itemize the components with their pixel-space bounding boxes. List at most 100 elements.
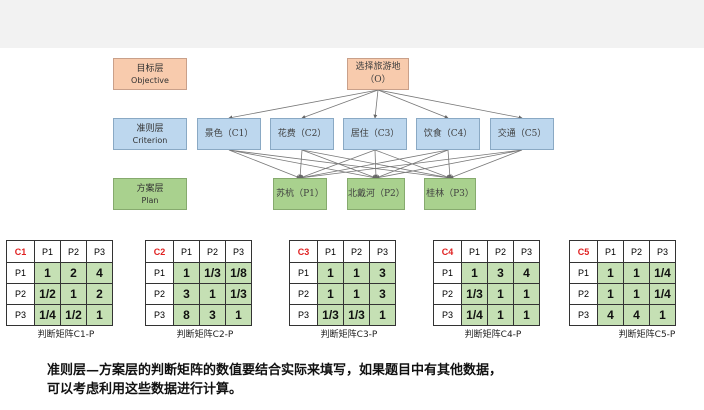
matrix-cell: 1 [343, 283, 370, 305]
goal-node: 选择旅游地 （O） [347, 58, 409, 90]
matrix-c2-caption: 判断矩阵C2-P [176, 330, 234, 340]
matrix-c2-col-1: P1 [173, 240, 200, 263]
matrix-cell: 1 [173, 262, 200, 284]
matrix-cell: 1 [369, 304, 396, 326]
criterion-node-c2: 花费（C2） [270, 118, 334, 150]
note-line-1: 准则层—方案层的判断矩阵的数值要结合实际来填写，如果题目中有其他数据， [47, 363, 503, 378]
criterion-node-c4-label: 饮食（C4） [423, 128, 473, 139]
matrix-c4-col-1: P1 [461, 240, 488, 263]
matrix-cell: 1 [649, 304, 676, 326]
level-label-plan-en: Plan [141, 195, 159, 205]
matrix-cell: 3 [199, 304, 226, 326]
note-line-2: 可以考虑利用这些数据进行计算。 [47, 382, 243, 397]
level-label-objective-en: Objective [131, 75, 169, 85]
matrix-cell: 4 [513, 262, 540, 284]
matrix-c1-col-2: P2 [60, 240, 87, 263]
matrix-cell: 1/4 [649, 262, 676, 284]
matrix-cell: 1 [60, 283, 87, 305]
matrix-cell: 1/3 [343, 304, 370, 326]
matrix-c4-name: C4 [433, 240, 462, 263]
criterion-node-c3: 居住（C3） [343, 118, 407, 150]
level-label-plan: 方案层 Plan [113, 178, 187, 210]
plan-node-p1-label: 苏杭（P1） [276, 188, 324, 199]
matrix-c2-row-1-label: P1 [145, 262, 174, 284]
edge-c5-to-p1 [299, 149, 523, 180]
edge-goal-to-c5 [377, 89, 523, 120]
matrix-c2-col-3: P3 [225, 240, 252, 263]
matrix-cell: 1 [461, 262, 488, 284]
top-banner [0, 0, 704, 48]
matrix-c1-name: C1 [6, 240, 35, 263]
matrix-cell: 1 [487, 304, 514, 326]
edge-c4-to-p1 [299, 149, 449, 180]
matrix-cell: 1 [487, 283, 514, 305]
edge-goal-to-c2 [301, 89, 379, 119]
matrix-cell: 2 [86, 283, 113, 305]
matrix-cell: 3 [173, 283, 200, 305]
matrix-cell: 3 [487, 262, 514, 284]
matrix-cell: 1/8 [225, 262, 252, 284]
plan-node-p2-label: 北戴河（P2） [348, 188, 405, 199]
matrix-cell: 1/2 [34, 283, 61, 305]
matrix-cell: 1/3 [225, 283, 252, 305]
matrix-c2-name: C2 [145, 240, 174, 263]
level-label-objective-cn: 目标层 [136, 63, 164, 74]
matrix-c3-name: C3 [289, 240, 318, 263]
matrix-cell: 8 [173, 304, 200, 326]
matrix-cell: 4 [623, 304, 650, 326]
matrix-cell: 1 [343, 262, 370, 284]
matrix-c4-row-3-label: P3 [433, 304, 462, 326]
matrix-cell: 3 [369, 262, 396, 284]
matrix-cell: 4 [597, 304, 624, 326]
criterion-node-c1: 景色（C1） [197, 118, 261, 150]
plan-node-p1: 苏杭（P1） [273, 178, 327, 210]
criterion-node-c1-label: 景色（C1） [204, 128, 254, 139]
matrix-c5-caption: 判断矩阵C5-P [618, 330, 676, 340]
goal-node-title: 选择旅游地 [355, 62, 401, 72]
matrix-c2-row-3-label: P3 [145, 304, 174, 326]
edge-goal-to-c1 [228, 89, 379, 120]
matrix-cell: 2 [60, 262, 87, 284]
matrix-cell: 1/3 [461, 283, 488, 305]
criterion-node-c5-label: 交通（C5） [497, 128, 547, 139]
matrix-c4: C4 P1 P2 P3 P1 1 3 4 P2 1/3 1 1 P3 1/4 1… [433, 240, 540, 326]
matrix-c5: C5 P1 P2 P3 P1 1 1 1/4 P2 1 1 1/4 P3 4 4… [569, 240, 676, 326]
matrix-c3-row-1-label: P1 [289, 262, 318, 284]
level-label-objective: 目标层 Objective [113, 58, 187, 90]
matrix-c4-row-2-label: P2 [433, 283, 462, 305]
matrix-c3: C3 P1 P2 P3 P1 1 1 3 P2 1 1 3 P3 1/3 1/3… [289, 240, 396, 326]
matrix-c5-col-3: P3 [649, 240, 676, 263]
plan-node-p3: 桂林（P3） [424, 178, 476, 210]
matrix-c3-col-2: P2 [343, 240, 370, 263]
criterion-node-c2-label: 花费（C2） [277, 128, 327, 139]
matrix-cell: 1 [513, 283, 540, 305]
matrix-cell: 1/2 [60, 304, 87, 326]
matrix-cell: 1 [513, 304, 540, 326]
matrix-c4-caption: 判断矩阵C4-P [464, 330, 522, 340]
edge-c2-to-p2 [301, 149, 377, 179]
matrix-c3-caption: 判断矩阵C3-P [320, 330, 378, 340]
matrix-c3-col-1: P1 [317, 240, 344, 263]
level-label-criterion: 准则层 Criterion [113, 118, 187, 150]
matrix-c1-col-3: P3 [86, 240, 113, 263]
plan-node-p2: 北戴河（P2） [347, 178, 405, 210]
edge-c5-to-p2 [375, 149, 523, 180]
criterion-node-c4: 饮食（C4） [416, 118, 480, 150]
matrix-c3-row-2-label: P2 [289, 283, 318, 305]
plan-node-p3-label: 桂林（P3） [426, 188, 474, 199]
matrix-c1-row-1-label: P1 [6, 262, 35, 284]
matrix-c4-col-2: P2 [487, 240, 514, 263]
matrix-cell: 1/3 [199, 262, 226, 284]
matrix-c5-col-1: P1 [597, 240, 624, 263]
matrix-cell: 1 [34, 262, 61, 284]
matrix-c5-row-3-label: P3 [569, 304, 598, 326]
level-label-criterion-en: Criterion [132, 135, 168, 145]
goal-node-code: （O） [365, 75, 391, 85]
matrix-c2-col-2: P2 [199, 240, 226, 263]
level-label-criterion-cn: 准则层 [136, 123, 164, 134]
matrix-cell: 1/4 [649, 283, 676, 305]
level-label-plan-cn: 方案层 [136, 183, 164, 194]
matrix-cell: 4 [86, 262, 113, 284]
matrix-cell: 1 [199, 283, 226, 305]
